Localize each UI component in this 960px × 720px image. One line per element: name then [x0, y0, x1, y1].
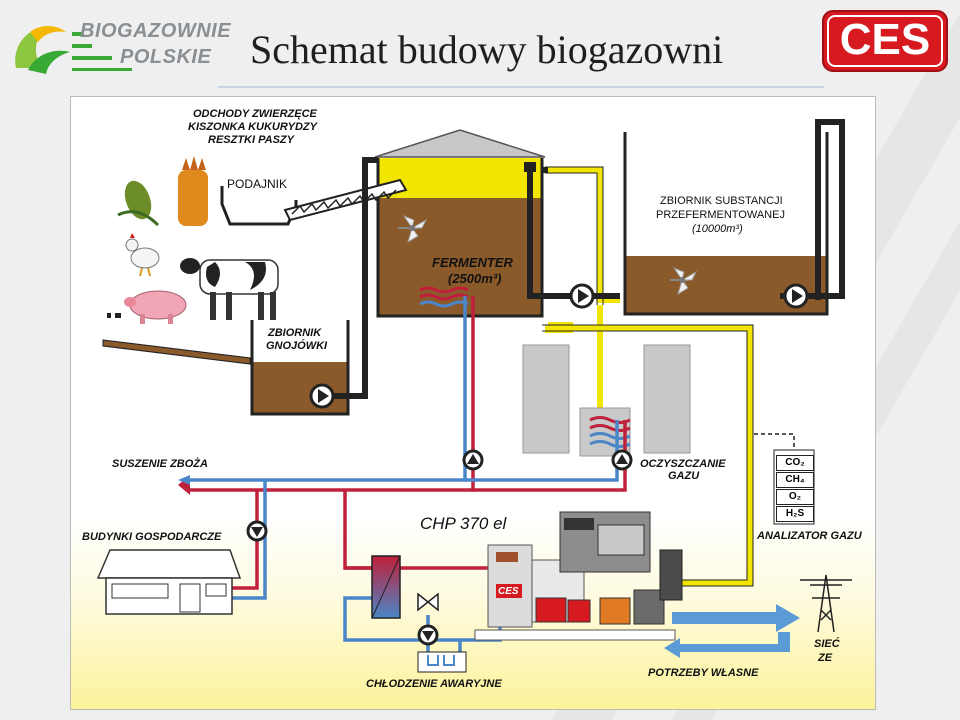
- leaf-logo-icon: [15, 26, 70, 74]
- grid-label-2: ZE: [818, 652, 833, 664]
- valve-icon: [417, 592, 439, 612]
- feedstock-label-3: RESZTKI PASZY: [208, 134, 294, 146]
- storage-volume-label: (10000m³): [692, 223, 743, 235]
- slurry-tank: [102, 320, 350, 416]
- pump-icon: [611, 449, 633, 471]
- grid-label-1: SIEĆ: [814, 638, 840, 650]
- barn-edge: [103, 313, 121, 318]
- power-export-arrow: [672, 604, 800, 632]
- biogas-pipes: [545, 167, 753, 586]
- grain-drying-label: SUSZENIE ZBOŻA: [112, 458, 208, 470]
- house-icon: [96, 549, 242, 615]
- feedstock-label-2: KISZONKA KUKURYDZY: [188, 121, 317, 133]
- pump-icon: [462, 449, 484, 471]
- own-needs-arrow: [664, 632, 790, 658]
- storage-label-2: PRZEFERMENTOWANEJ: [656, 209, 785, 221]
- gas-analyzer-label: ANALIZATOR GAZU: [757, 530, 862, 542]
- pump-icon: [246, 520, 268, 542]
- gas-o2-label: O₂: [776, 489, 814, 505]
- corn-icon: [178, 156, 208, 226]
- slurry-tank-label-2: GNOJÓWKI: [266, 340, 328, 352]
- digestate-storage-tank: [623, 132, 829, 316]
- logo-text-line2: POLSKIE: [120, 46, 212, 68]
- own-needs-label: POTRZEBY WŁASNE: [648, 667, 759, 679]
- pump-icon: [569, 283, 595, 309]
- pylon-icon: [800, 574, 852, 633]
- storage-label-1: ZBIORNIK SUBSTANCJI: [660, 195, 783, 207]
- feeder-hopper: [198, 158, 408, 226]
- page-title: Schemat budowy biogazowni: [250, 27, 724, 72]
- emergency-cooling-label: CHŁODZENIE AWARYJNE: [366, 678, 502, 690]
- gas-co2-label: CO₂: [776, 455, 814, 471]
- fermenter-volume-label: (2500m³): [448, 271, 502, 286]
- chp-label: CHP 370 el: [420, 514, 507, 533]
- heat-exchanger-icon: [419, 286, 469, 308]
- title-divider: [218, 86, 824, 88]
- farm-buildings-label: BUDYNKI GOSPODARCZE: [82, 531, 222, 543]
- biogazownie-polskie-logo: [15, 26, 132, 74]
- ces-logo-text: CES: [839, 15, 931, 64]
- engine-icon: [474, 511, 683, 641]
- slurry-tank-label-1: ZBIORNIK: [268, 327, 322, 339]
- fermenter-label: FERMENTER: [432, 255, 513, 270]
- heat-exchanger-icon: [371, 555, 401, 619]
- feeder-label: PODAJNIK: [227, 177, 288, 191]
- gas-ch4-label: CH₄: [776, 472, 814, 488]
- pump-icon: [417, 624, 439, 646]
- slide-header: BIOGAZOWNIE POLSKIE Schemat budowy bioga…: [0, 0, 960, 90]
- gas-cleaning-label-1: OCZYSZCZANIE: [640, 458, 726, 470]
- pig-icon: [124, 290, 187, 324]
- chicken-icon: [125, 233, 160, 277]
- pump-icon: [309, 383, 335, 409]
- mixer-icon: [398, 214, 428, 244]
- emergency-cooler: [417, 651, 467, 673]
- gas-cleaning-columns: [522, 344, 691, 457]
- gas-h2s-label: H₂S: [776, 506, 814, 522]
- ces-logo: CES: [820, 8, 950, 74]
- feedstock-label-1: ODCHODY ZWIERZĘCE: [193, 108, 317, 120]
- engine-badge: CES: [498, 586, 519, 597]
- cow-icon: [180, 258, 279, 320]
- logo-text-line1: BIOGAZOWNIE: [80, 20, 232, 42]
- mixer-icon: [670, 266, 698, 296]
- corn-icon: [117, 180, 160, 227]
- gas-cleaning-label-2: GAZU: [668, 470, 700, 482]
- pump-icon: [783, 283, 809, 309]
